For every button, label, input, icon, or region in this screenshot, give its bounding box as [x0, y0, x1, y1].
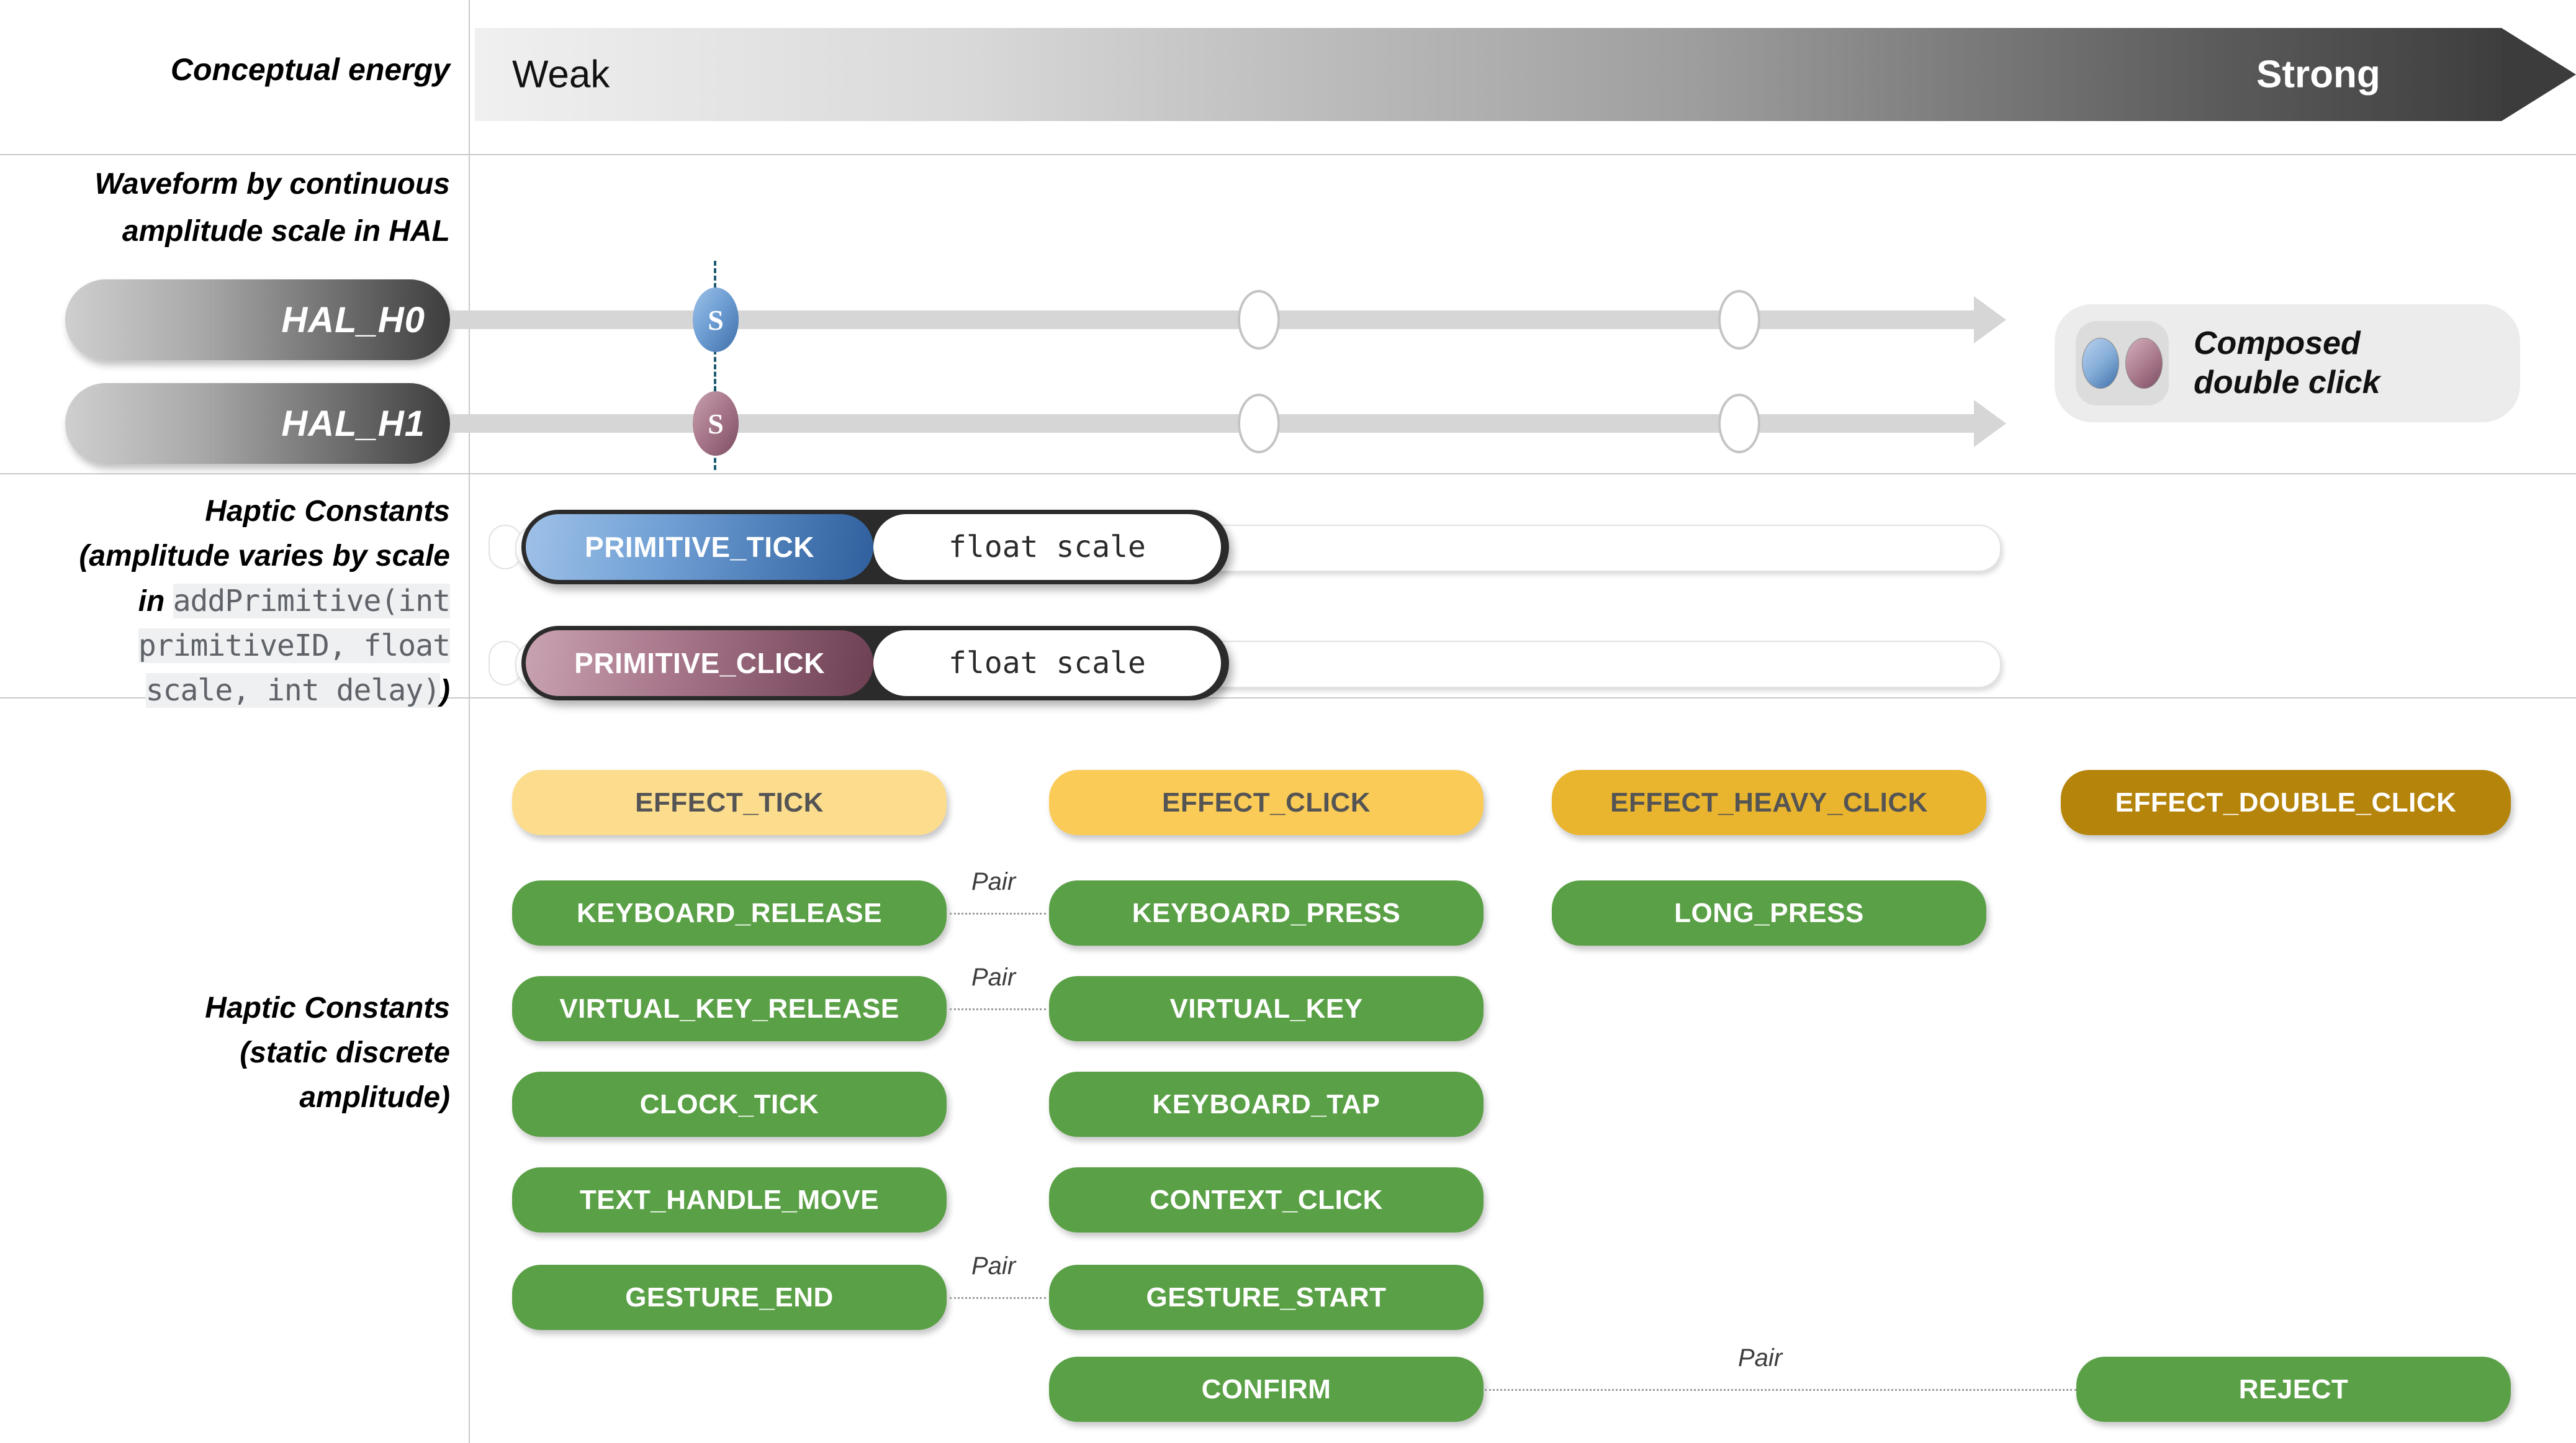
constant-pill-keyboard-tap[interactable]: KEYBOARD_TAP — [1049, 1072, 1484, 1137]
row-label-primitives-close-paren: ) — [440, 674, 450, 707]
row-label-primitives-line1: Haptic Constants — [205, 495, 450, 528]
hal-chip-h1: HAL_H1 — [65, 383, 450, 464]
row-label-primitives-code-3: scale, int delay) — [145, 673, 441, 708]
hal-h1-node-1[interactable] — [1238, 394, 1280, 453]
hal-h0-node-1[interactable] — [1238, 290, 1280, 350]
energy-gradient-bar — [475, 28, 2502, 121]
constant-pill-clock-tick[interactable]: CLOCK_TICK — [512, 1072, 947, 1137]
row-divider-2 — [0, 473, 2576, 474]
row-divider-3 — [0, 697, 2576, 699]
energy-arrow-tip — [2502, 28, 2576, 121]
hal-h0-node-2[interactable] — [1718, 290, 1760, 350]
pair-label-virtual-key: Pair — [971, 964, 1016, 991]
composed-line-2: double click — [2194, 364, 2380, 400]
effect-pill-heavy-click[interactable]: EFFECT_HEAVY_CLICK — [1552, 770, 1986, 835]
constant-pill-text-handle-move[interactable]: TEXT_HANDLE_MOVE — [512, 1167, 947, 1233]
pair-connector-keyboard — [950, 913, 1046, 915]
energy-weak-label: Weak — [512, 53, 610, 96]
hal-h0-track-arrow — [1974, 296, 2006, 343]
pair-connector-confirm-reject — [1485, 1389, 2076, 1391]
row-label-constants-line1: Haptic Constants — [205, 992, 450, 1025]
pair-connector-gesture — [950, 1297, 1046, 1299]
composed-double-click-text: Composed double click — [2194, 324, 2380, 403]
row-label-primitives-code-1: addPrimitive(int — [173, 584, 451, 618]
constant-pill-reject[interactable]: REJECT — [2076, 1357, 2511, 1422]
constant-pill-context-click[interactable]: CONTEXT_CLICK — [1049, 1167, 1484, 1233]
constant-pill-gesture-end[interactable]: GESTURE_END — [512, 1265, 947, 1330]
pair-label-gesture: Pair — [971, 1252, 1016, 1280]
constant-pill-long-press[interactable]: LONG_PRESS — [1552, 880, 1986, 946]
constant-pill-keyboard-press[interactable]: KEYBOARD_PRESS — [1049, 880, 1484, 946]
constant-pill-gesture-start[interactable]: GESTURE_START — [1049, 1265, 1484, 1330]
effect-pill-tick[interactable]: EFFECT_TICK — [512, 770, 947, 835]
effect-pill-double-click[interactable]: EFFECT_DOUBLE_CLICK — [2061, 770, 2511, 835]
row-divider-1 — [0, 154, 2576, 155]
primitive-click-label: PRIMITIVE_CLICK — [526, 630, 873, 696]
primitive-click-arg: float scale — [873, 630, 1221, 696]
constant-pill-confirm[interactable]: CONFIRM — [1049, 1357, 1484, 1422]
pair-label-keyboard: Pair — [971, 868, 1016, 895]
composed-dot-primitive-tick — [2082, 338, 2119, 389]
primitive-click-pill[interactable]: PRIMITIVE_CLICK float scale — [521, 626, 1229, 700]
constant-pill-virtual-key[interactable]: VIRTUAL_KEY — [1049, 976, 1484, 1041]
composed-double-click-card[interactable]: Composed double click — [2055, 304, 2520, 422]
pair-label-confirm-reject: Pair — [1738, 1344, 1783, 1372]
row-label-primitives-line2: (amplitude varies by scale — [79, 540, 450, 572]
composed-double-click-icon — [2076, 321, 2169, 405]
composed-dot-primitive-click — [2125, 338, 2163, 389]
primitive-tick-pill[interactable]: PRIMITIVE_TICK float scale — [521, 510, 1229, 584]
hal-chip-h0: HAL_H0 — [65, 279, 450, 360]
hal-chip-h1-label: HAL_H1 — [281, 403, 425, 444]
hal-h1-scale-marker[interactable]: S — [693, 391, 739, 456]
hal-h1-node-2[interactable] — [1718, 394, 1760, 453]
composed-line-1: Composed — [2194, 325, 2361, 361]
row-label-waveform-line2: amplitude scale in HAL — [122, 215, 450, 248]
conceptual-energy-arrow: Weak Strong — [475, 28, 2576, 121]
row-label-constants-line2: (static discrete — [240, 1036, 450, 1069]
row-label-primitives-in: in — [138, 585, 173, 618]
constant-pill-virtual-key-release[interactable]: VIRTUAL_KEY_RELEASE — [512, 976, 947, 1041]
row-label-constants-line3: amplitude) — [299, 1081, 450, 1114]
row-label-primitives-code-2: primitiveID, float — [138, 628, 451, 663]
hal-h1-track-arrow — [1974, 400, 2006, 447]
primitive-tick-arg: float scale — [873, 514, 1221, 580]
row-label-conceptual-energy: Conceptual energy — [170, 52, 450, 87]
row-label-waveform-line1: Waveform by continuous — [94, 168, 450, 201]
pair-connector-virtual-key — [950, 1008, 1046, 1010]
column-divider — [469, 0, 470, 1443]
constant-pill-keyboard-release[interactable]: KEYBOARD_RELEASE — [512, 880, 947, 946]
primitive-tick-label: PRIMITIVE_TICK — [526, 514, 873, 580]
energy-strong-label: Strong — [2256, 53, 2380, 96]
hal-h0-scale-marker[interactable]: S — [693, 287, 739, 352]
effect-pill-click[interactable]: EFFECT_CLICK — [1049, 770, 1484, 835]
hal-chip-h0-label: HAL_H0 — [281, 299, 425, 340]
